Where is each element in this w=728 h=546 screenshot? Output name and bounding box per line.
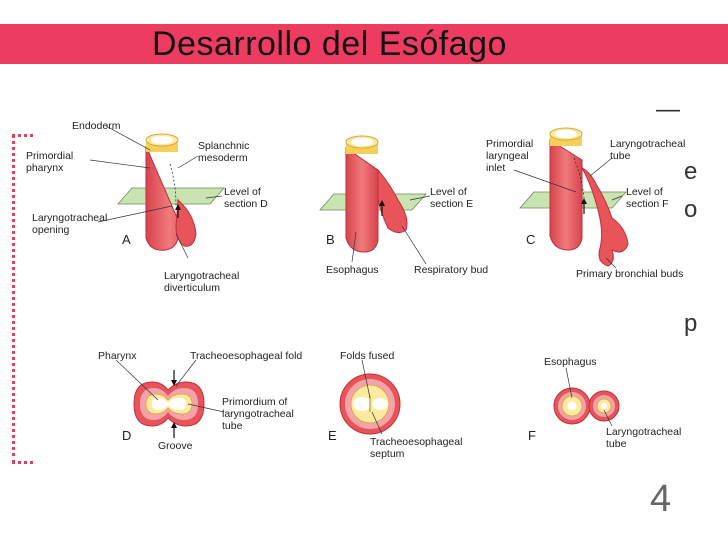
label-te-septum-2: septum [370,448,405,460]
label-level-d-1: Level of [224,186,261,198]
label-te-septum-1: Tracheoesophageal [370,436,463,448]
title-bar [0,24,728,64]
label-primordial-pharynx-1: Primordial [26,150,74,162]
label-level-e-2: section E [430,198,474,210]
slide-title: Desarrollo del Esófago [152,25,507,63]
edge-char-p: p [684,310,698,337]
label-level-e-1: Level of [430,186,467,198]
tube-lumen-a [151,136,173,144]
tube-c [549,139,583,251]
panel-b-drawing [319,135,431,265]
label-endoderm: Endoderm [72,120,121,132]
bronchial-buds-c [580,166,629,267]
label-primordial-pharynx-2: pharynx [26,162,64,174]
label-level-d-2: section D [224,198,268,210]
panel-letter-d: D [122,428,132,443]
page-number: 4 [650,478,672,520]
panel-letter-e: E [328,428,337,443]
label-respiratory-bud: Respiratory bud [414,264,489,276]
edge-char-o: o [684,196,698,223]
label-splanchnic-2: mesoderm [198,152,248,164]
edge-char-e: e [684,158,698,185]
label-lt-opening-1: Laryngotracheal [32,212,108,224]
label-primordium-1: Primordium of [222,396,288,408]
panel-e-drawing [339,359,401,435]
label-level-f-1: Level of [626,186,663,198]
label-laryngeal-inlet-1: Primordial [486,138,534,150]
label-lt-tube-f-2: tube [606,438,627,450]
label-level-f-2: section F [626,198,669,210]
label-splanchnic-1: Splanchnic [198,140,250,152]
section-plane-a [117,187,225,205]
panel-letter-b: B [326,232,335,247]
label-folds-fused: Folds fused [340,350,395,362]
panel-d-drawing [115,359,225,438]
resp-bud-b [377,168,408,234]
label-lt-tube-c-1: Laryngotracheal [610,138,686,150]
label-primordium-3: tube [222,420,243,432]
label-laryngeal-inlet-3: inlet [486,162,506,174]
label-esophagus-b: Esophagus [326,264,379,276]
label-bronchial-buds: Primary bronchial buds [576,268,684,280]
label-lt-opening-2: opening [32,224,70,236]
label-te-fold: Tracheoesophageal fold [190,350,303,362]
label-lt-diverticulum-1: Laryngotracheal [164,270,240,282]
label-pharynx: Pharynx [98,350,137,362]
label-groove: Groove [158,440,193,452]
label-lt-tube-c-2: tube [610,150,631,162]
panel-c-drawing [513,127,629,269]
panel-a-drawing [89,125,225,259]
panel-letter-c: C [526,232,536,247]
panel-f-drawing [553,367,620,427]
tube-b [345,147,379,253]
dotted-frame [12,134,33,464]
panel-letter-a: A [122,232,131,247]
edge-dash: — [656,96,680,123]
label-esophagus-f: Esophagus [544,356,597,368]
label-lt-diverticulum-2: diverticulum [164,282,221,294]
label-laryngeal-inlet-2: laryngeal [486,150,529,162]
label-lt-tube-f-1: Laryngotracheal [606,426,682,438]
panel-letter-f: F [528,428,536,443]
label-primordium-2: laryngotracheal [222,408,294,420]
